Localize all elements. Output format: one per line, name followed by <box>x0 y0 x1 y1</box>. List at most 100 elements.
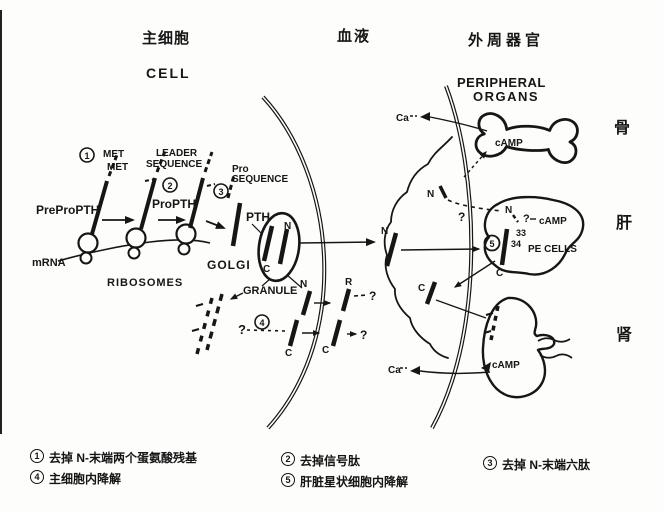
legend-item-2: 2 去掉信号肽 <box>281 452 360 469</box>
organ-label-liver: 肝 <box>616 214 632 232</box>
liver-cleavage-site: N ? cAMP 33 34 C <box>496 205 567 279</box>
legend-num-1: 1 <box>30 449 44 463</box>
granule-n-label: N <box>284 221 291 232</box>
cell-membrane <box>261 95 327 430</box>
c-fragment-question: ? <box>360 328 367 342</box>
left-border-line <box>0 10 2 434</box>
granule-to-chain-arrow <box>229 292 244 300</box>
pro-sequence-label-1: Pro <box>232 164 249 175</box>
ribosomes-label: RIBOSOMES <box>107 277 183 289</box>
kidney-degraded-chain <box>483 305 500 341</box>
liver-pe-cells-label: PE CELLS <box>528 244 577 255</box>
n-fragment-secretion: N R ? <box>300 277 376 316</box>
liver-camp-label: cAMP <box>539 216 567 227</box>
pro-sequence-label-2: SEQUENCE <box>232 174 288 185</box>
r-fragment-label: R <box>345 277 353 288</box>
residue-33-label: 33 <box>516 228 526 238</box>
kidney-ca-label: Ca <box>388 365 401 376</box>
kidney-camp: cAMP <box>481 360 520 372</box>
legend-text-4: 主细胞内降解 <box>49 472 122 486</box>
blood-n-fragment-label: N <box>427 189 434 200</box>
met-label-2: MET <box>107 162 128 173</box>
legend-num-3: 3 <box>483 456 497 470</box>
granule-c-label: C <box>263 264 270 275</box>
bone-shape <box>474 112 579 164</box>
blood-pth-molecule: N <box>381 226 399 267</box>
title-cell-cn: 主细胞 <box>142 29 190 47</box>
n-fragment-question: ? <box>369 289 376 303</box>
c-fragment-label: C <box>285 348 292 359</box>
title-blood-cn: 血液 <box>337 27 371 45</box>
title-peripheral-cn: 外周器官 <box>467 31 544 49</box>
nascent-chain-3 <box>188 151 216 229</box>
legend-item-5: 5 肝脏星状细胞内降解 <box>281 473 408 490</box>
granule-to-secretion-line <box>286 274 303 289</box>
blood-n-fragment: N ? <box>427 185 503 224</box>
pth-label: PTH <box>246 210 270 224</box>
bone-ca-label: Ca <box>396 113 409 124</box>
propth-label: ProPTH <box>152 197 196 211</box>
legend-item-1: 1 去掉 N-末端两个蛋氨酸残基 <box>30 449 197 466</box>
ribosome <box>125 227 147 260</box>
legend-text-5: 肝脏星状细胞内降解 <box>300 475 409 489</box>
leader-sequence-label-2: SEQUENCE <box>146 159 202 170</box>
kidney-calcium-release: Ca <box>388 365 491 376</box>
svg-text:5: 5 <box>490 239 495 249</box>
legend-text-2: 去掉信号肽 <box>300 454 361 468</box>
met-label-1: MET <box>103 149 124 160</box>
peripheral-wavy-boundary <box>383 136 453 359</box>
blood-n-fragment-question: ? <box>458 210 465 224</box>
legend-item-4: 4 主细胞内降解 <box>30 470 121 487</box>
n-fragment-label: N <box>300 279 307 290</box>
granule-label-line <box>261 278 271 287</box>
blood-c-fragment-label: C <box>418 283 425 294</box>
granule-label: GRANULE <box>243 285 297 297</box>
title-cell-en: CELL <box>146 65 191 81</box>
degradation-dashed-line <box>246 329 286 332</box>
blood-c-fragment: C <box>418 281 438 305</box>
organ-label-kidney: 肾 <box>616 326 632 344</box>
title-peripheral-en1: PERIPHERAL <box>457 75 546 90</box>
step-2-marker: 2 <box>162 177 178 193</box>
liver-n-label: N <box>505 205 512 216</box>
c-fragment-label-2: C <box>322 345 329 356</box>
step-1-marker: 1 <box>79 147 95 163</box>
ribosome <box>175 223 197 256</box>
pth-leader-line <box>251 223 263 235</box>
pth-chain <box>226 174 243 247</box>
svg-text:3: 3 <box>219 187 224 197</box>
kidney-shape <box>481 296 573 399</box>
svg-text:4: 4 <box>260 318 265 328</box>
organ-label-bone: 骨 <box>614 119 630 137</box>
legend-item-3: 3 去掉 N-末端六肽 <box>483 456 590 473</box>
svg-text:1: 1 <box>85 151 90 161</box>
liver-c-label: C <box>496 268 503 279</box>
step-3-marker: 3 <box>213 183 229 199</box>
legend-num-5: 5 <box>281 473 295 487</box>
step-4-marker: 4 <box>254 314 270 330</box>
liver-to-blood-arrow <box>453 260 496 288</box>
kidney-camp-label: cAMP <box>492 360 520 371</box>
legend-num-4: 4 <box>30 470 44 484</box>
legend-text-3: 去掉 N-末端六肽 <box>502 458 590 472</box>
nascent-chain-propth <box>139 150 167 230</box>
legend-text-1: 去掉 N-末端两个蛋氨酸残基 <box>49 451 197 465</box>
leader-sequence-label-1: LEADER <box>156 148 198 159</box>
bone-calcium-release: Ca <box>396 112 488 132</box>
mrna-label: mRNA <box>32 257 66 269</box>
golgi-label: GOLGI <box>207 258 251 272</box>
fragment-to-kidney-line <box>435 299 487 319</box>
svg-text:2: 2 <box>168 181 173 191</box>
title-peripheral-en2: ORGANS <box>473 89 539 104</box>
c-fragment-secretion: C C ? <box>285 319 367 359</box>
liver-shape <box>483 195 585 276</box>
legend-num-2: 2 <box>281 452 295 466</box>
residue-34-label: 34 <box>511 239 521 249</box>
blood-pth-n-label: N <box>381 226 388 237</box>
arrow-to-pth <box>205 220 226 229</box>
secretory-granule: N C <box>257 211 301 283</box>
liver-question: ? <box>523 213 530 225</box>
prepropth-label: PreProPTH <box>36 203 99 217</box>
